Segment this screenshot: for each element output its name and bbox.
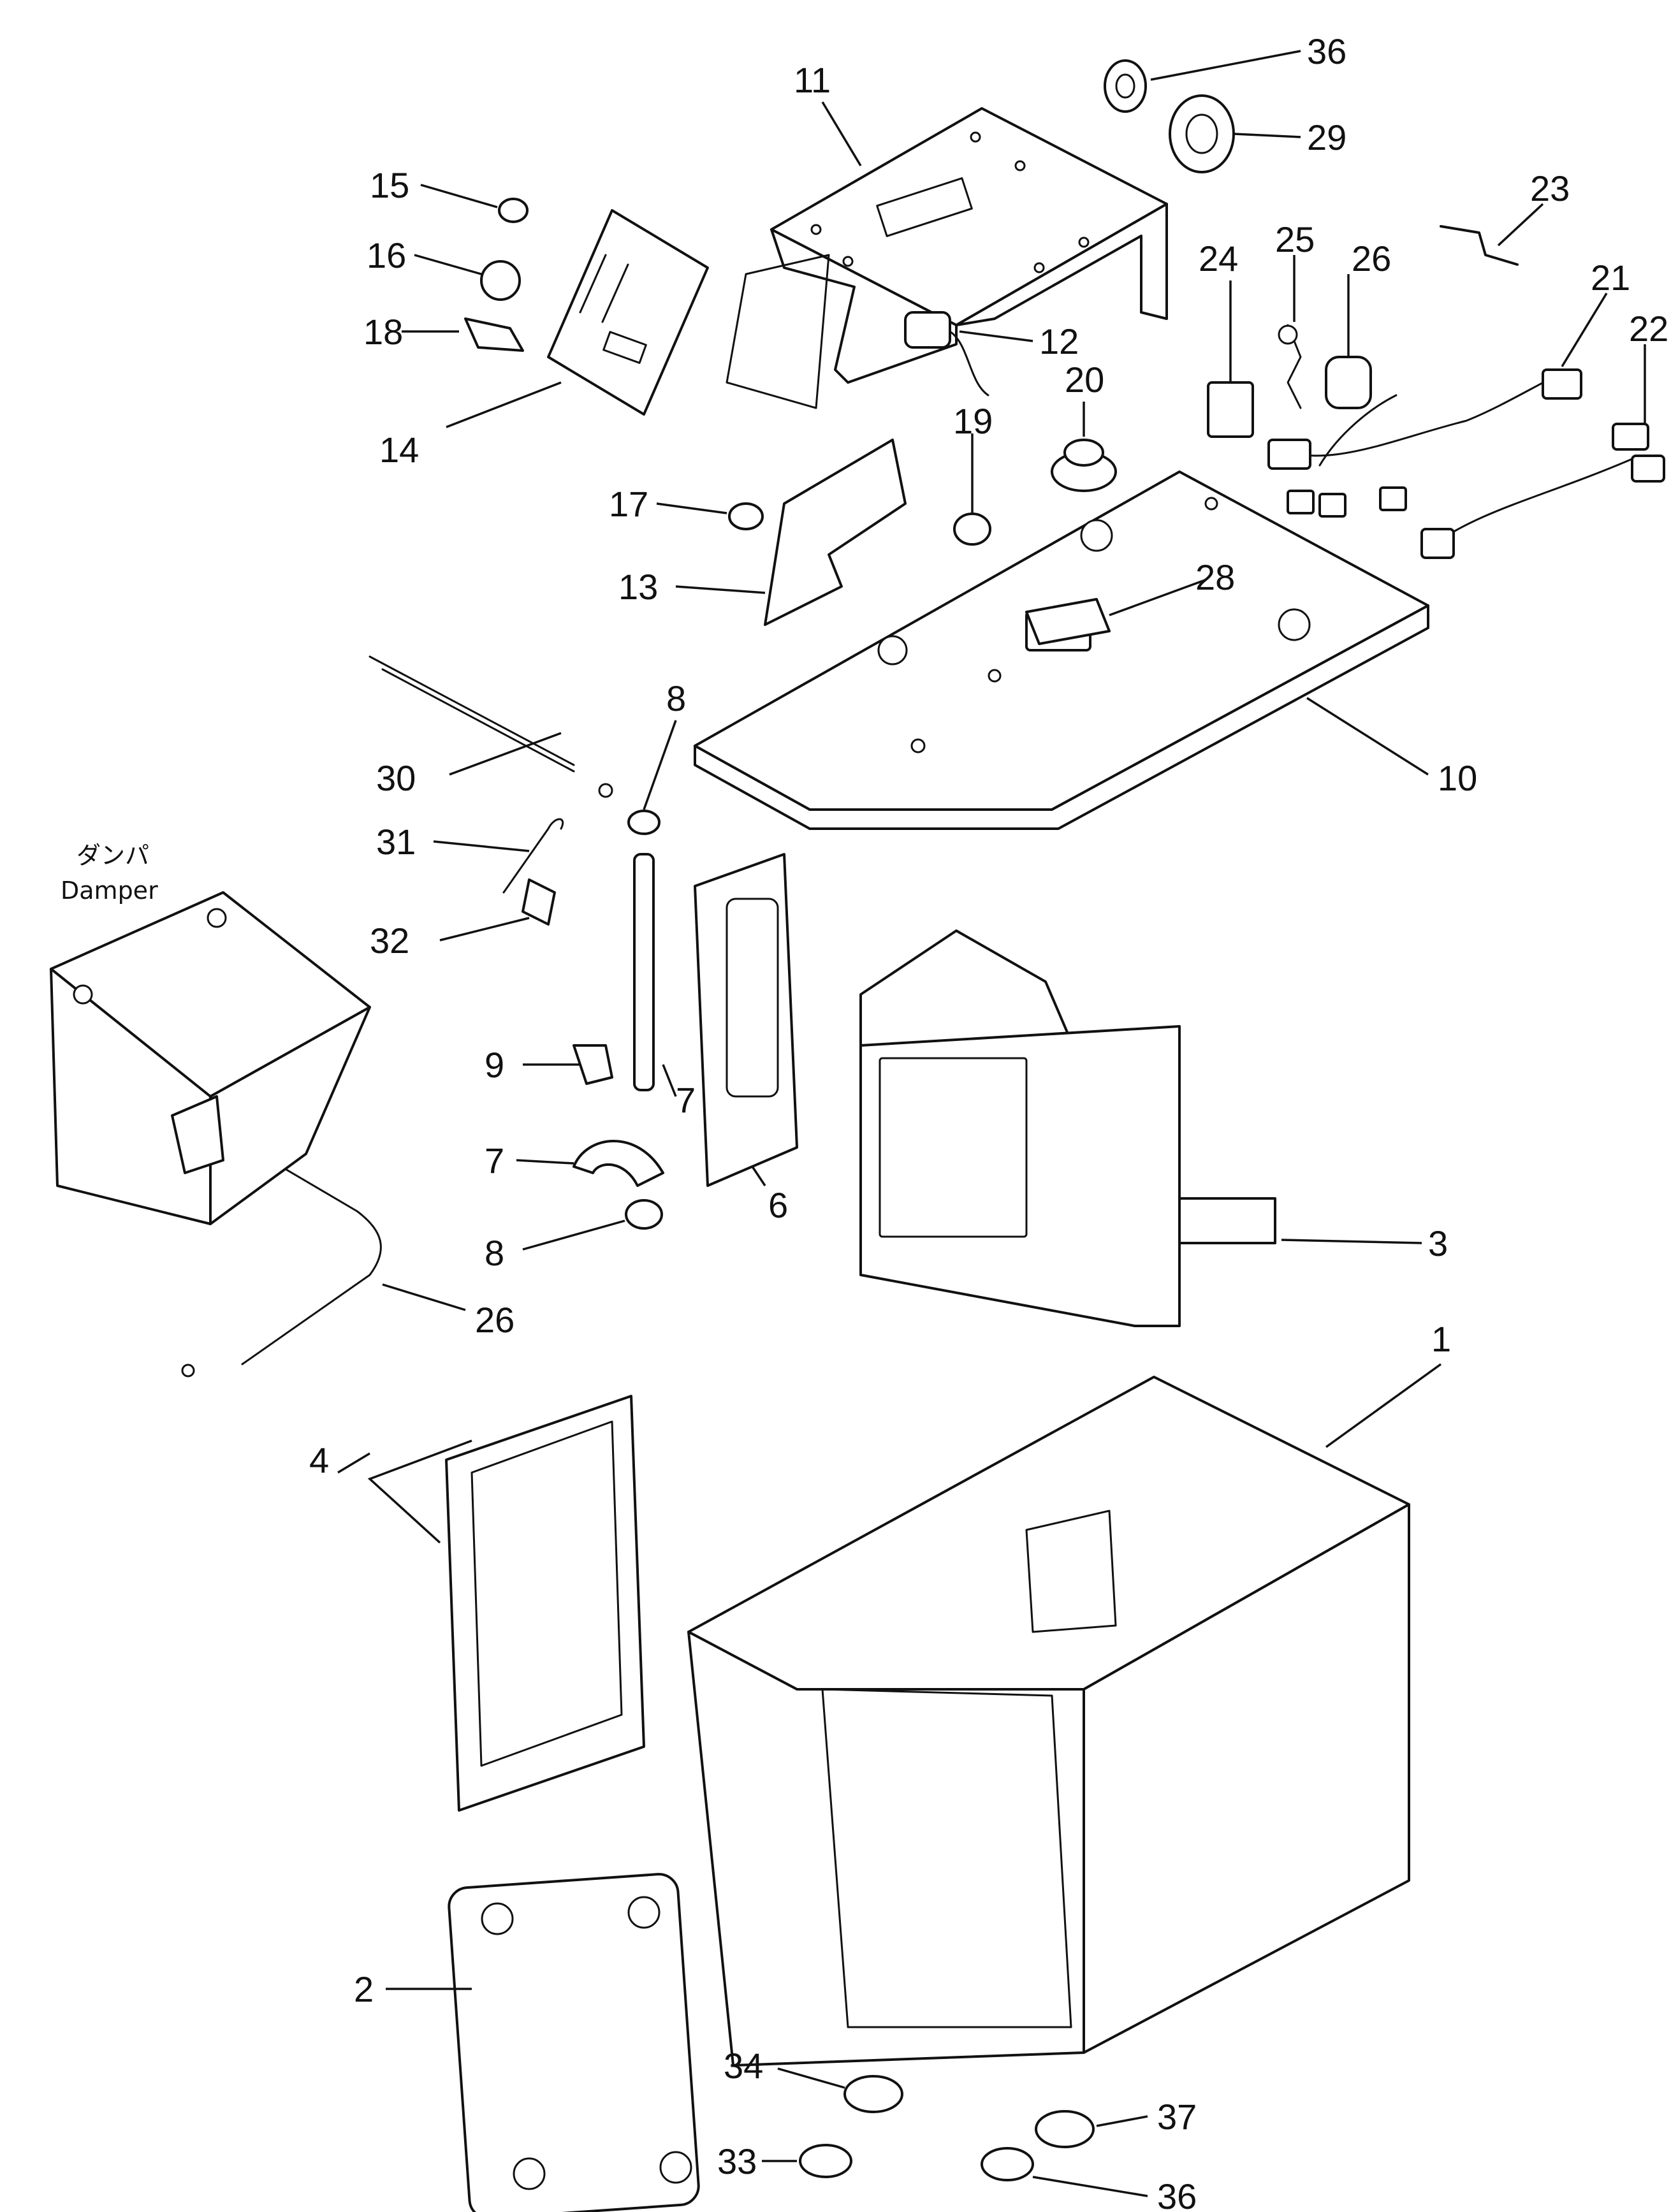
callout-34: 33 [717, 2141, 757, 2181]
part-18-switch [464, 317, 524, 352]
part-21-harness [1267, 368, 1582, 518]
callout-20: 20 [1065, 360, 1104, 400]
callout-22: 22 [1629, 309, 1668, 349]
part-35-mount [843, 2075, 903, 2113]
part-8-cap-top [627, 810, 660, 835]
part-16-knob [480, 260, 521, 301]
part-34-mount [799, 2144, 852, 2178]
part-19-grommet [953, 513, 991, 546]
callout-5: 6 [768, 1185, 788, 1225]
callout-28: 28 [1195, 557, 1235, 597]
part-3-duct [859, 929, 1276, 1327]
callout-15: 15 [370, 165, 409, 205]
part-27-cable [181, 1146, 382, 1378]
part-31-cable [368, 655, 613, 798]
callout-8-top: 8 [666, 678, 686, 718]
part-23-clamp [1440, 225, 1519, 266]
part-8-cap-bottom [625, 1199, 663, 1230]
callout-18: 18 [363, 312, 403, 352]
callout-17: 17 [609, 484, 648, 524]
part-9-fitting [573, 1044, 613, 1085]
part-26-plug [1325, 356, 1372, 409]
callout-36: 36 [1157, 2176, 1197, 2212]
part-12-sensor [904, 311, 989, 397]
callout-7-label: 7 [485, 1140, 504, 1181]
part-22-harness [1420, 423, 1665, 559]
callout-4: 4 [309, 1440, 329, 1480]
part-2-cover-plate [448, 1873, 700, 2212]
part-11-top-cover [726, 107, 1168, 409]
part-30-small-ring [1104, 59, 1147, 113]
callout-14: 14 [379, 430, 419, 470]
callout-31: 30 [376, 758, 416, 798]
callout-13: 13 [618, 567, 658, 607]
callout-1: 1 [1431, 1319, 1451, 1359]
part-20-cap [1051, 439, 1117, 492]
callout-30: 36 [1307, 31, 1346, 71]
callout-labels: 36 29 11 15 16 18 14 12 17 13 19 20 24 2… [61, 31, 1668, 2212]
part-24-relay [1207, 381, 1254, 438]
part-14-panel-plate [547, 209, 709, 416]
callout-3: 3 [1428, 1223, 1448, 1263]
part-4-gasket-frame [445, 1395, 645, 1812]
part-7-bracket [573, 1140, 664, 1187]
callout-10: 10 [1438, 758, 1477, 798]
callout-6: 7 [676, 1080, 696, 1120]
callout-37: 37 [1157, 2097, 1197, 2137]
callout-12: 12 [1039, 321, 1079, 361]
part-29-large-ring [1169, 94, 1235, 173]
callout-21: 21 [1591, 258, 1630, 298]
part-1-main-box [687, 1376, 1410, 2067]
part-36-mount [981, 2147, 1034, 2181]
part-6-shaft [633, 853, 655, 1091]
callout-16: 16 [367, 235, 406, 275]
part-25-terminal [1278, 324, 1302, 409]
callout-26: 26 [1352, 238, 1391, 279]
damper-box [50, 891, 371, 1225]
part-15-screw [498, 198, 529, 223]
callout-27: 26 [475, 1300, 514, 1340]
callout-9: 9 [485, 1045, 504, 1085]
callout-25: 25 [1275, 219, 1315, 259]
callout-35: 34 [724, 2046, 763, 2086]
part-28-relay-box [1025, 598, 1111, 645]
callout-24: 24 [1199, 238, 1238, 279]
part-13-bracket [764, 439, 907, 626]
callout-23: 23 [1530, 168, 1570, 208]
part-37-mount [1035, 2110, 1095, 2148]
leader-lines [337, 50, 1646, 2197]
damper-note-en: Damper [61, 877, 158, 905]
part-5-filter-frame [694, 853, 798, 1187]
callout-33: 32 [370, 920, 409, 961]
callout-8-bottom: 8 [485, 1233, 504, 1273]
callout-2: 2 [354, 1969, 374, 2009]
part-17-clip [728, 502, 764, 530]
part-33-clip [522, 878, 556, 926]
callout-32: 31 [376, 822, 416, 862]
callout-11: 11 [794, 60, 831, 100]
callout-19: 19 [953, 401, 993, 441]
part-32-rod [502, 818, 564, 894]
callout-29: 29 [1307, 117, 1346, 157]
damper-note-jp: ダンパ [77, 841, 149, 870]
